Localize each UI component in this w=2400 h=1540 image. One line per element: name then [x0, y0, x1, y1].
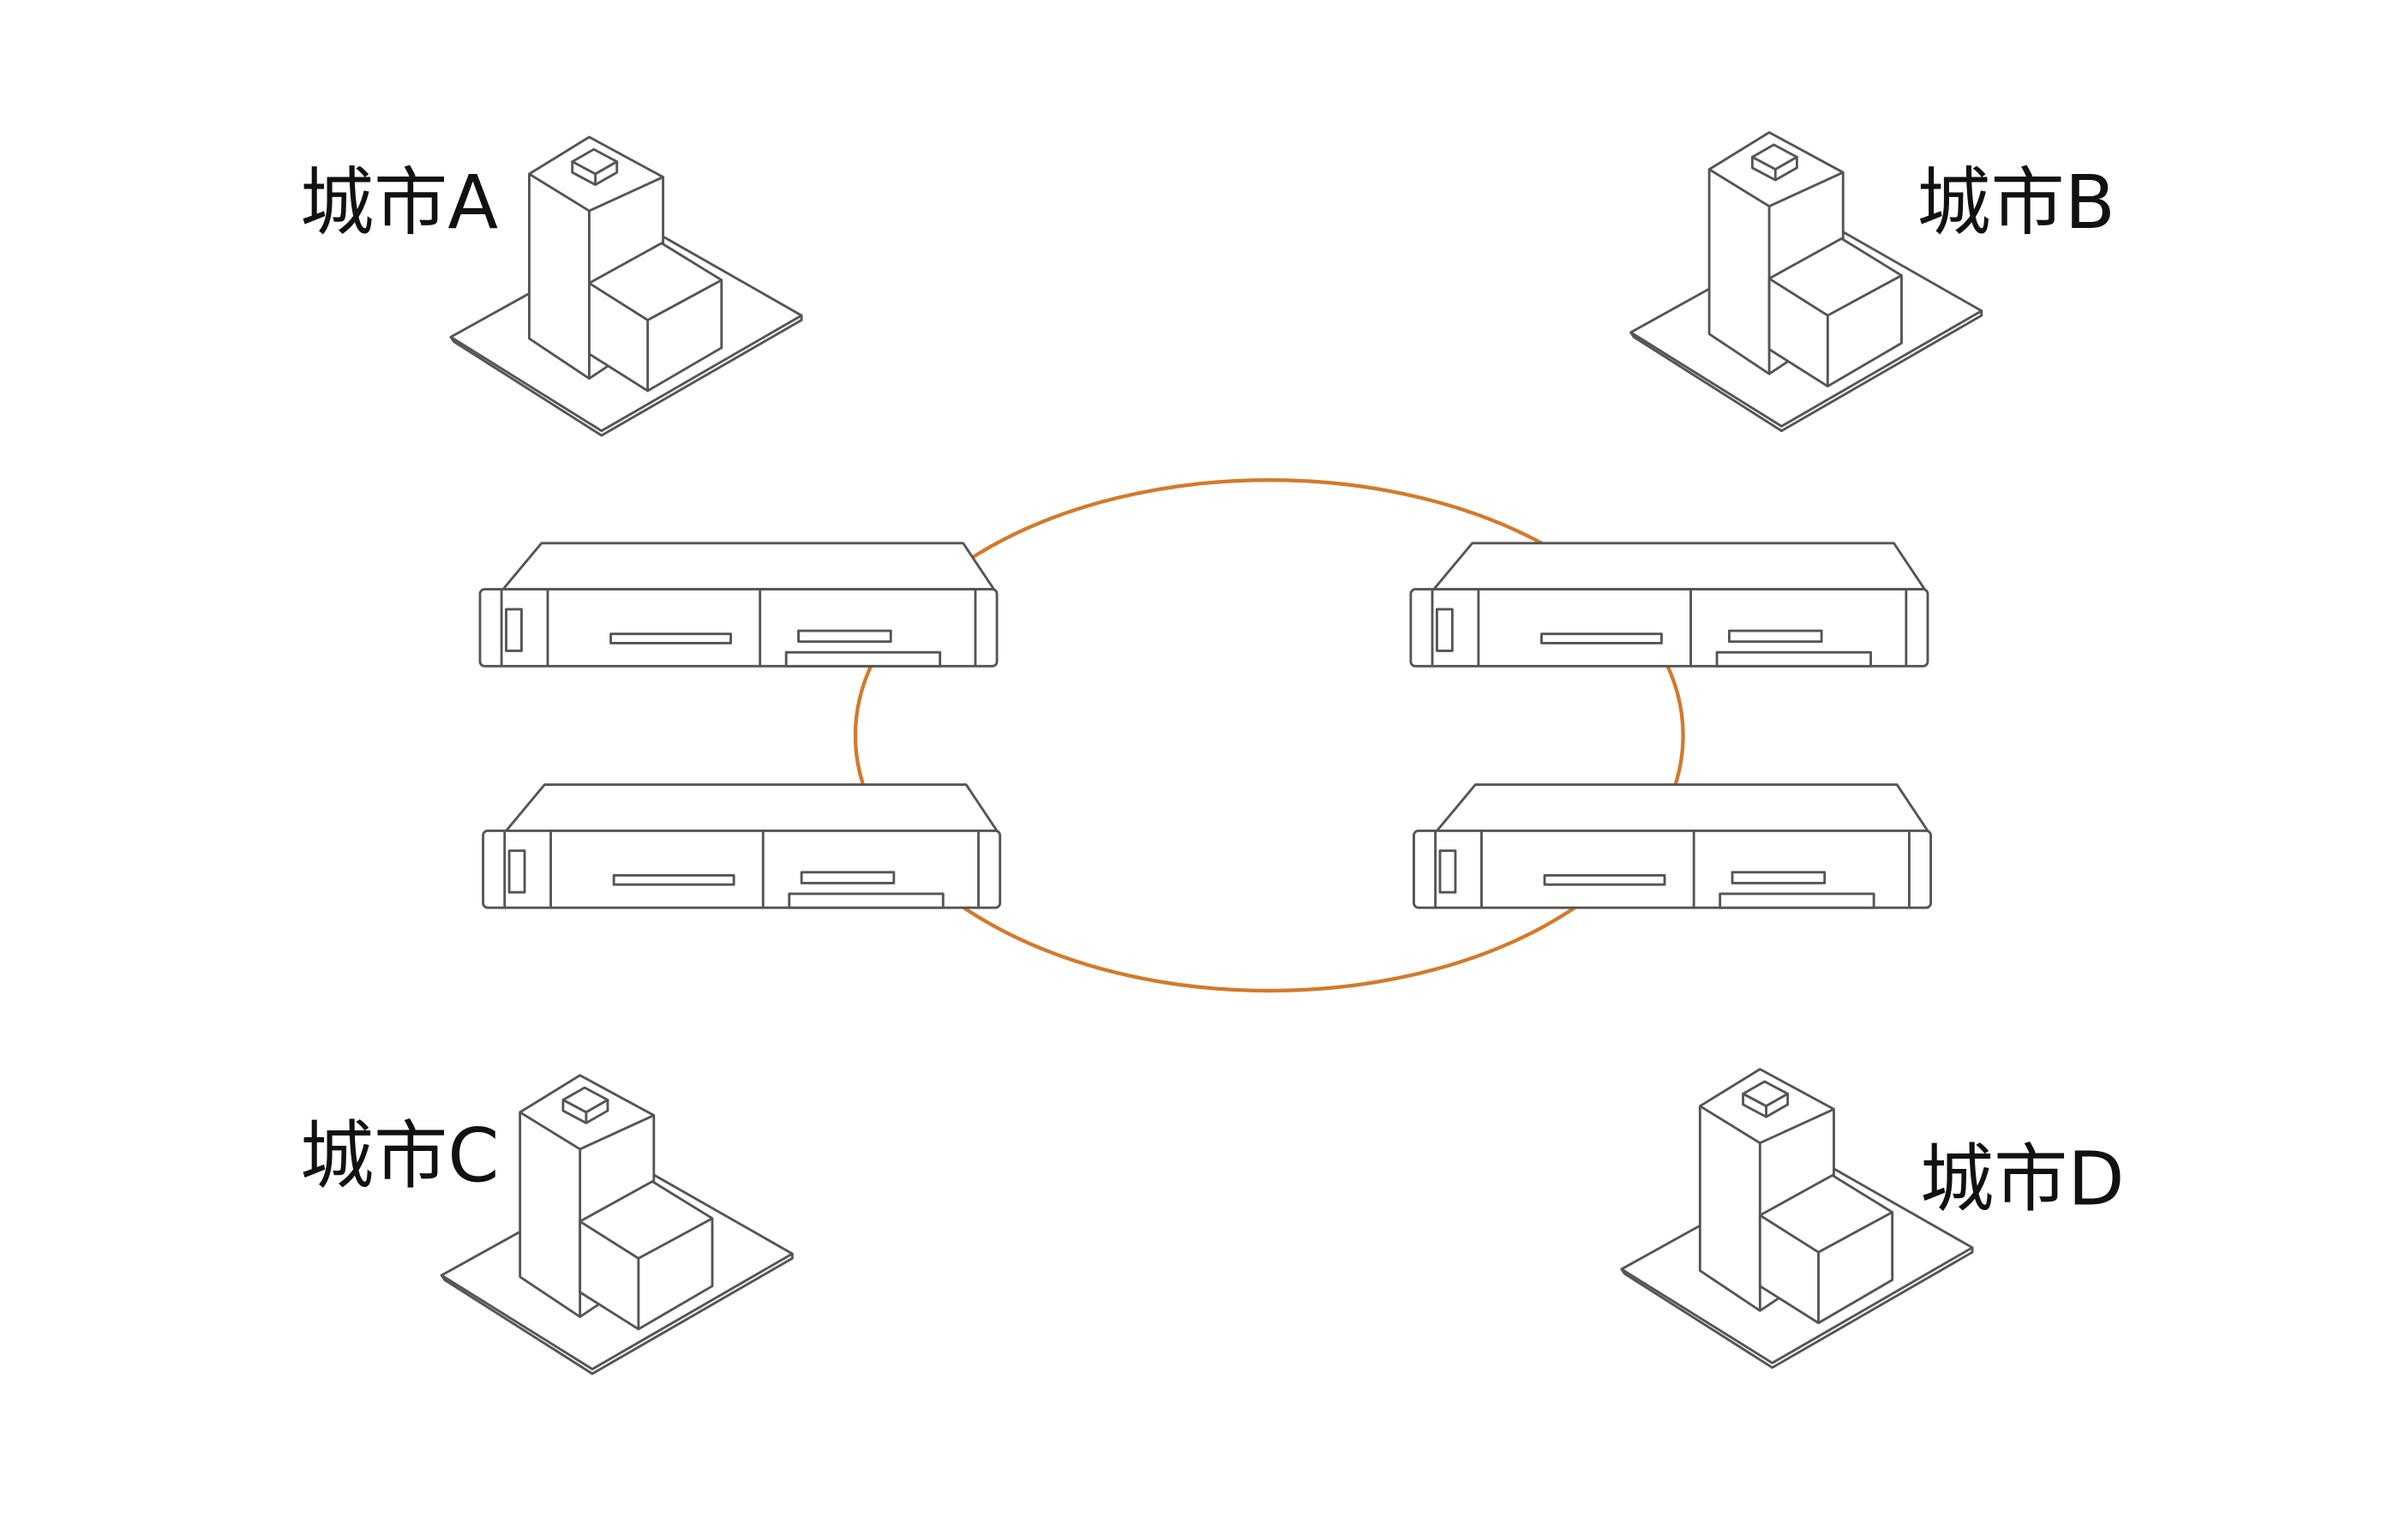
building-icon-city-a [449, 135, 803, 437]
server-bottom-left [482, 783, 1002, 909]
network-ring [853, 478, 1685, 993]
server-top-right [1409, 542, 1929, 668]
server-bottom-right [1413, 783, 1933, 909]
city-label-b: 城市B [1917, 160, 2115, 246]
city-label-a: 城市A [300, 160, 498, 246]
city-label-d: 城市D [1920, 1137, 2125, 1223]
server-top-left [478, 542, 999, 668]
city-label-c: 城市C [300, 1114, 499, 1200]
